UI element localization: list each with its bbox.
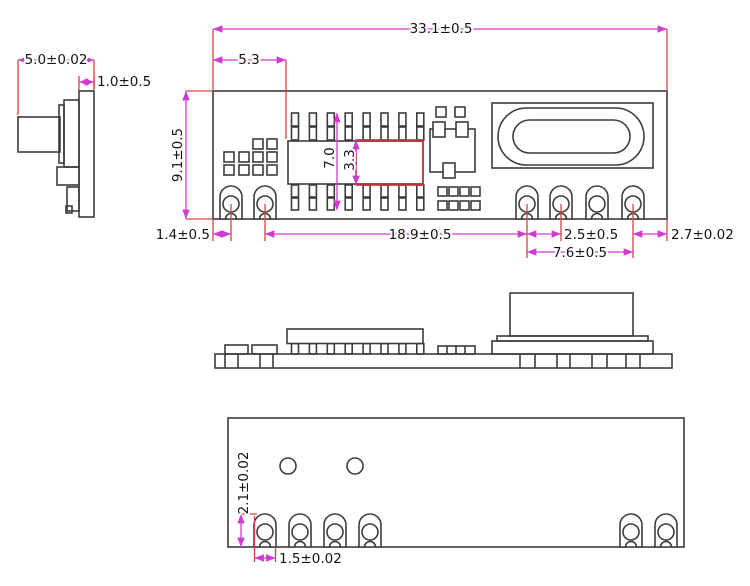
passive-components-left bbox=[223, 138, 278, 176]
dim-pad-height: 2.1±0.02 bbox=[236, 452, 252, 515]
antenna-edge-profile bbox=[491, 292, 654, 355]
pcb-bottom-outline bbox=[227, 417, 685, 548]
dim-overall-thickness: 5.0±0.02 bbox=[25, 52, 88, 68]
pcb-edge-profile bbox=[78, 90, 95, 218]
via-hole bbox=[346, 457, 364, 475]
top-view: 33.1±0.5 5.3 9.1±0.5 7.0 3.3 1.4±0.5 18.… bbox=[154, 19, 736, 263]
ic-profile bbox=[63, 99, 80, 168]
dim-ic-with-pins-height: 7.0 bbox=[322, 147, 338, 168]
dim-ic-body-height: 3.3 bbox=[342, 149, 358, 170]
front-view bbox=[214, 292, 673, 369]
castellated-pin bbox=[253, 513, 277, 548]
component-step-2 bbox=[66, 186, 80, 212]
passive-components-right bbox=[437, 186, 481, 211]
crystal-profile bbox=[17, 116, 61, 153]
side-view: 5.0±0.02 1.0±0.5 bbox=[17, 50, 153, 218]
dim-overall-height: 9.1±0.5 bbox=[170, 128, 186, 182]
castellated-pin bbox=[323, 513, 347, 548]
crystal-component bbox=[429, 106, 476, 179]
dim-inner-pin-span: 18.9±0.5 bbox=[389, 227, 452, 243]
antenna-loop-inner bbox=[512, 119, 631, 154]
dim-right-pin-pitch: 2.5±0.5 bbox=[564, 227, 618, 243]
ic-edge-profile bbox=[286, 328, 425, 355]
castellated-pin bbox=[288, 513, 312, 548]
dim-last-pin-to-edge: 2.7±0.02 bbox=[671, 227, 734, 243]
pcb-outline bbox=[212, 90, 668, 220]
bottom-view-dimensions: 2.1±0.02 1.5±0.02 bbox=[234, 450, 344, 569]
dim-edge-to-ic: 5.3 bbox=[238, 52, 259, 68]
dim-overall-width: 33.1±0.5 bbox=[410, 21, 473, 37]
antenna-component bbox=[491, 102, 654, 169]
dim-pad-width: 1.5±0.02 bbox=[279, 551, 342, 567]
dim-right-pin-group-span: 7.6±0.5 bbox=[553, 245, 607, 261]
antenna-outline bbox=[491, 102, 654, 169]
pad-profile bbox=[251, 344, 278, 355]
top-view-dimensions: 33.1±0.5 5.3 9.1±0.5 7.0 3.3 1.4±0.5 18.… bbox=[154, 19, 736, 263]
ic-profile-step bbox=[58, 104, 65, 164]
component-step-1 bbox=[56, 166, 80, 186]
passives-edge-profile bbox=[437, 345, 476, 355]
bottom-view: 2.1±0.02 1.5±0.02 bbox=[227, 417, 685, 569]
via-hole bbox=[279, 457, 297, 475]
castellated-pin bbox=[358, 513, 382, 548]
pcb-edge-bar bbox=[214, 353, 673, 369]
component-step-3 bbox=[65, 205, 73, 214]
pad-profile bbox=[224, 344, 249, 355]
dim-edge-to-pin1: 1.4±0.5 bbox=[156, 227, 210, 243]
castellated-pin bbox=[619, 513, 643, 548]
edge-pad-divisions bbox=[224, 354, 641, 368]
antenna-loop-outer bbox=[497, 107, 645, 166]
ic-body-edge bbox=[286, 328, 424, 345]
dim-pcb-thickness: 1.0±0.5 bbox=[97, 74, 151, 90]
castellated-pin bbox=[654, 513, 678, 548]
castellated-pin bbox=[585, 185, 609, 220]
